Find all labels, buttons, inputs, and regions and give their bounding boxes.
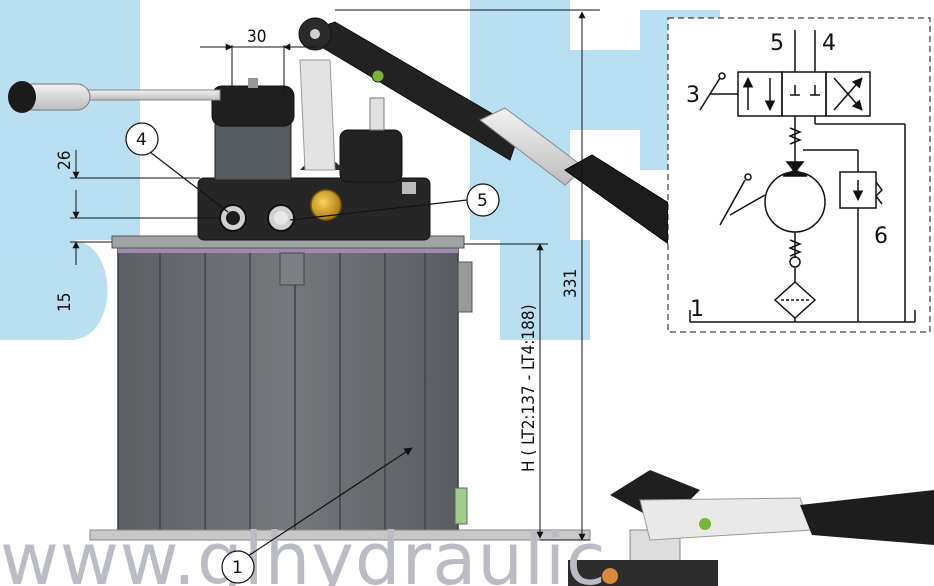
dim-total-height-label: 331 — [561, 269, 581, 298]
pump-detail-view — [568, 470, 934, 586]
schematic-label-5: 5 — [770, 31, 784, 56]
filler-cap — [211, 78, 295, 181]
callout-leaders — [149, 151, 468, 557]
valve-lever — [8, 81, 221, 113]
hydraulic-schematic: 5 4 3 6 1 — [667, 17, 931, 333]
schematic-label-3: 3 — [686, 83, 700, 108]
schematic-label-6: 6 — [874, 224, 888, 249]
pump-body — [197, 177, 431, 241]
dimension-lines — [70, 9, 600, 541]
callout-tank: 1 — [232, 558, 243, 578]
callout-port-b: 5 — [477, 191, 488, 211]
dim-port-height-label: 26 — [55, 151, 75, 170]
schematic-label-4: 4 — [822, 31, 836, 56]
dim-base-height-label: 15 — [55, 293, 75, 312]
watermark-text: www.glhydraulic — [0, 517, 607, 586]
callout-port-a: 4 — [136, 130, 147, 150]
dim-width-label: 30 — [247, 27, 266, 47]
schematic-label-1: 1 — [690, 297, 704, 322]
dim-tank-height-label: H ( LT2:137 - LT4:188) — [519, 304, 539, 472]
oil-tank — [89, 246, 591, 541]
callout-circles — [125, 122, 500, 584]
brass-plug-icon — [310, 189, 342, 221]
